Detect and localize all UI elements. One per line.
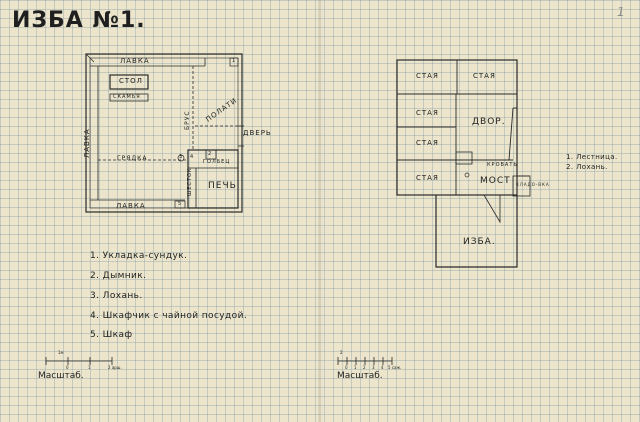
plan1-label-pech: ПЕЧЬ xyxy=(208,181,237,191)
scale-left-tick-4: 2 арш. xyxy=(108,365,122,370)
legend-right-item-1: 1. Лестница. xyxy=(566,153,618,161)
scale-right-tick-5: 3 xyxy=(372,365,375,370)
legend-left-item-4: 4. Шкафчик с чайной посудой. xyxy=(90,311,248,321)
scale-left-label: Масштаб. xyxy=(38,371,84,381)
scale-right-label: Масштаб. xyxy=(337,371,383,381)
plan1-label-dver: ДВЕРЬ xyxy=(243,129,272,137)
plan1-mark-1: 1 xyxy=(232,58,237,64)
scale-left-tick-1: 1м xyxy=(58,350,64,355)
plan1-label-grjadka: ГРЯДКА xyxy=(117,155,148,162)
plan1-table xyxy=(109,74,149,90)
plan2-label-most: МОСТ xyxy=(480,176,511,186)
plan2-label-staia-5: СТАЯ xyxy=(416,174,439,182)
plan1-inner-wall xyxy=(89,57,239,209)
legend-left-item-3: 3. Лохань. xyxy=(90,291,143,301)
plan1-outer-wall xyxy=(85,53,243,213)
plan2-label-staia-2: СТАЯ xyxy=(473,72,496,80)
plan2-label-staia-4: СТАЯ xyxy=(416,139,439,147)
plan1-label-lavka-top: ЛАВКА xyxy=(120,57,150,65)
scale-left-tick-2: 0 xyxy=(66,365,69,370)
plan2-label-staia-1: СТАЯ xyxy=(416,72,439,80)
scale-right-tick-1: 2 xyxy=(340,350,343,355)
plan1-mark-2: 2 xyxy=(208,151,213,157)
plan1-label-lavka-bottom: ЛАВКА xyxy=(116,202,146,210)
page-title: ИЗБА №1. xyxy=(12,8,146,33)
plan2-stair xyxy=(455,151,473,165)
plan1-label-lavka-left: ЛАВКА xyxy=(83,128,91,158)
scale-right-tick-6: 4 xyxy=(381,365,384,370)
legend-left-item-1: 1. Укладка-сундук. xyxy=(90,251,188,261)
page-number: 1 xyxy=(617,5,625,19)
plan1-mark-4: 4 xyxy=(190,154,195,160)
scale-right-tick-4: 2 xyxy=(363,365,366,370)
plan2-label-staia-3: СТАЯ xyxy=(416,109,439,117)
plan1-label-golbets: ГОЛБЕЦ xyxy=(203,159,231,165)
plan1-mark-3: 3 xyxy=(179,154,184,160)
scale-right-tick-3: 1 xyxy=(354,365,357,370)
scale-right-tick-7: 5 саж. xyxy=(388,365,402,370)
legend-right-item-2: 2. Лохань. xyxy=(566,163,608,171)
legend-left-item-5: 5. Шкаф xyxy=(90,330,133,340)
plan1-label-skamia: СКАМЬЯ xyxy=(113,94,141,100)
plan2-label-krovat: КРОВАТЬ xyxy=(487,162,518,168)
plan1-skamia xyxy=(109,93,149,102)
scale-left-tick-3: 1 xyxy=(88,365,91,370)
paper-fold xyxy=(318,0,322,422)
legend-left-item-2: 2. Дымник. xyxy=(90,271,147,281)
plan1-mark-5: 5 xyxy=(178,201,183,207)
plan2-izba-wall xyxy=(435,195,518,268)
plan1-label-shestok: ШЕСТОК xyxy=(187,167,193,196)
plan2-label-chulan: КЛАДО-ВКА xyxy=(516,182,550,187)
plan1-label-brus: БРУС xyxy=(184,110,191,130)
scale-right-tick-2: 0 xyxy=(345,365,348,370)
plan1-label-stol: СТОЛ xyxy=(119,77,143,85)
plan2-label-dvor: ДВОР. xyxy=(472,117,506,127)
plan2-label-izba: ИЗБА. xyxy=(463,237,496,247)
